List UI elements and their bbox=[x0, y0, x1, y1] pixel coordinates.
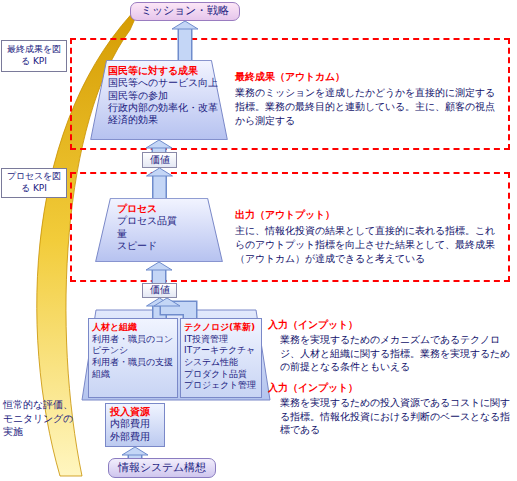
arrow-shaft bbox=[179, 29, 191, 60]
box-text: 内部費用 bbox=[110, 418, 160, 430]
box-text: 経済的効果 bbox=[108, 114, 222, 126]
note-text: 業務を実現するためのメカニズムであるテクノロジ、人材と組織に関する指標。業務を実… bbox=[280, 333, 510, 374]
outcome-trapezoid: 国民等に対する成果国民等へのサービス向上国民等の参加行政内部の効率化・改革経済的… bbox=[90, 60, 228, 140]
arrow-head bbox=[122, 447, 148, 455]
arrow-shaft bbox=[153, 270, 165, 283]
box-text: ミッション・戦略 bbox=[141, 4, 229, 18]
origin-box: 情報システム構想 bbox=[108, 458, 216, 478]
box-heading: 国民等に対する成果 bbox=[108, 65, 222, 77]
arrow-shaft bbox=[153, 148, 165, 152]
arrow-shaft-outline bbox=[152, 270, 167, 283]
box-heading: プロセス bbox=[117, 203, 217, 215]
arrow-head bbox=[146, 262, 172, 270]
flow-arrow bbox=[154, 298, 190, 318]
arrow-shaft bbox=[167, 306, 190, 318]
box-heading: 投入資源 bbox=[110, 406, 160, 418]
kpi-box: 最終成果を図る KPI bbox=[1, 40, 67, 72]
flow-arrow bbox=[172, 21, 198, 60]
value-box: 価値 bbox=[142, 152, 177, 168]
box-text: スピード bbox=[117, 240, 217, 252]
note-heading: 入力（インプット） bbox=[268, 381, 508, 395]
box-text: プロダクト品質 bbox=[184, 369, 258, 381]
box-text: システム性能 bbox=[184, 357, 258, 369]
input-base bbox=[82, 310, 270, 400]
box-text: 利用者・職員のコンピテンシ bbox=[92, 334, 174, 357]
box-text: 外部費用 bbox=[110, 431, 160, 443]
arrow-head bbox=[146, 140, 172, 148]
box-heading: 最終成果（アウトカム） bbox=[235, 70, 504, 83]
arrow-shaft-outline bbox=[152, 306, 167, 318]
box-text: 価値 bbox=[150, 284, 170, 296]
box-text: プロセス品質 bbox=[117, 215, 217, 227]
arrow-shaft-outline bbox=[167, 306, 190, 318]
arrow-shaft bbox=[129, 455, 141, 458]
box-text: 利用者・職員の支援 bbox=[92, 357, 174, 369]
value-box: 価値 bbox=[142, 283, 177, 298]
box-text: 情報システム構想 bbox=[118, 461, 206, 475]
box-text: 行政内部の効率化・改革 bbox=[108, 102, 222, 114]
mission-box: ミッション・戦略 bbox=[130, 2, 240, 21]
arrow-shaft-outline bbox=[152, 176, 167, 198]
note-text: 業務を実現するための投入資源であるコストに関する指標。情報化投資における判断のベ… bbox=[280, 396, 510, 437]
input-box: 人材と組織利用者・職員のコンピテンシ利用者・職員の支援組織 bbox=[88, 318, 178, 398]
box-text: プロジェクト管理 bbox=[184, 380, 258, 392]
box-heading: 人材と組織 bbox=[92, 322, 174, 334]
input-box: テクノロジ(革新)IT投資管理ITアーキテクチャシステム性能プロダクト品質プロジ… bbox=[180, 318, 262, 398]
arrow-head bbox=[147, 168, 173, 176]
box-text: 国民等の参加 bbox=[108, 90, 222, 102]
box-text: 国民等へのサービス向上 bbox=[108, 77, 222, 89]
box-text: IT投資管理 bbox=[184, 334, 258, 346]
arrow-head bbox=[154, 298, 180, 306]
outcome-region: 最終成果（アウトカム） 業務のミッションを達成したかどうかを直接的に測定する指標。… bbox=[70, 38, 510, 150]
box-text: 業務のミッションを達成したかどうかを直接的に測定する指標。業務の最終目的と連動し… bbox=[235, 86, 504, 128]
box-text: プロセスを図る KPI bbox=[3, 171, 65, 194]
note-heading: 入力（インプット） bbox=[268, 318, 508, 332]
box-text: 価値 bbox=[150, 154, 170, 166]
arrow-head bbox=[172, 21, 198, 29]
box-text: ITアーキテクチャ bbox=[184, 345, 258, 357]
flow-arrow bbox=[146, 140, 172, 152]
box-text: 組織 bbox=[92, 369, 174, 381]
arrow-shaft bbox=[154, 306, 166, 318]
arrow-shaft-outline bbox=[128, 455, 143, 458]
trapezoid-shape bbox=[96, 198, 223, 261]
box-text: 主に、情報化投資の結果として直接的に表れる指標。これらのアウトプット指標を向上さ… bbox=[235, 224, 504, 266]
flow-arrow bbox=[122, 447, 148, 458]
note-text: 恒常的な評価、モニタリングの実施 bbox=[3, 398, 79, 439]
flow-arrow bbox=[147, 298, 173, 318]
kpi-box: プロセスを図る KPI bbox=[1, 168, 67, 198]
box-heading: テクノロジ(革新) bbox=[184, 322, 258, 334]
box-text: 量 bbox=[117, 228, 217, 240]
box-text: 最終成果を図る KPI bbox=[3, 44, 65, 67]
arrow-head bbox=[147, 298, 173, 306]
output-region: 出力（アウトプット） 主に、情報化投資の結果として直接的に表れる指標。これらのアウ… bbox=[70, 172, 510, 282]
process-trapezoid: プロセスプロセス品質量スピード bbox=[95, 198, 223, 262]
box-heading: 出力（アウトプット） bbox=[235, 208, 504, 221]
resource-box: 投入資源内部費用外部費用 bbox=[105, 403, 165, 447]
trapezoid-shape bbox=[91, 60, 228, 139]
flow-arrow bbox=[147, 168, 173, 198]
trapezoid-outline bbox=[95, 198, 223, 262]
flow-arrow bbox=[146, 262, 172, 283]
arrow-shaft-outline bbox=[152, 148, 167, 152]
arrow-shaft-outline bbox=[178, 29, 193, 60]
arrow-shaft bbox=[154, 176, 166, 198]
